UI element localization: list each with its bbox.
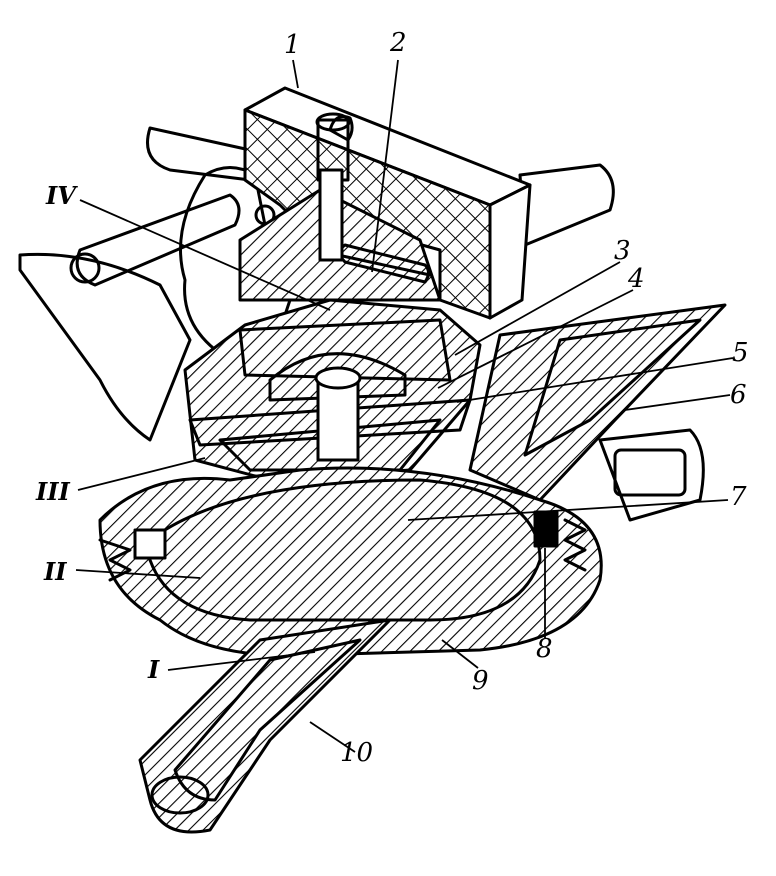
armature-core — [238, 168, 442, 302]
lever-arms — [18, 126, 615, 442]
label-part-9: 9 — [472, 666, 489, 696]
leader-6 — [624, 394, 731, 411]
leader-2 — [371, 59, 399, 273]
leader-10 — [309, 721, 356, 753]
inlet-pipe — [138, 618, 392, 834]
leader-II — [75, 569, 201, 579]
label-part-8: 8 — [536, 634, 553, 664]
leader-I — [167, 651, 316, 671]
outlet-pipe — [468, 303, 727, 522]
leader-3 — [454, 261, 621, 356]
label-part-1: 1 — [284, 30, 301, 60]
leader-5 — [456, 357, 734, 403]
leader-III — [77, 457, 206, 491]
label-part-10: 10 — [340, 738, 374, 768]
label-cavity-II: II — [44, 557, 67, 586]
leader-IV — [79, 199, 331, 311]
label-part-6: 6 — [730, 380, 747, 410]
leader-9 — [441, 639, 479, 669]
label-cavity-III: III — [36, 477, 70, 506]
leader-4 — [437, 289, 634, 389]
label-cavity-I: I — [148, 655, 160, 684]
label-part-2: 2 — [390, 28, 407, 58]
leader-lines — [75, 59, 734, 753]
leader-1 — [292, 59, 299, 89]
leader-7 — [407, 499, 729, 521]
label-part-5: 5 — [732, 338, 749, 368]
label-part-3: 3 — [614, 236, 631, 266]
label-part-7: 7 — [730, 482, 747, 512]
label-part-4: 4 — [628, 264, 645, 294]
label-cavity-IV: IV — [46, 181, 76, 210]
